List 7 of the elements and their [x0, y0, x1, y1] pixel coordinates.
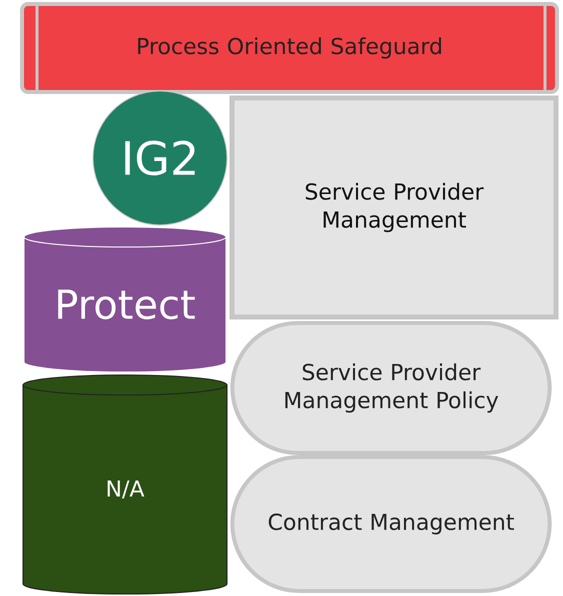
rounded-box: Contract Management: [230, 455, 552, 593]
rounded-box: Service Provider Management Policy: [230, 321, 552, 455]
circle-badge: IG2: [92, 90, 228, 226]
cylinder: N/A: [22, 374, 228, 594]
cylinder: Protect: [24, 226, 226, 372]
process-band: Process Oriented Safeguard: [20, 2, 559, 94]
process-box: Service Provider Management: [230, 96, 558, 320]
